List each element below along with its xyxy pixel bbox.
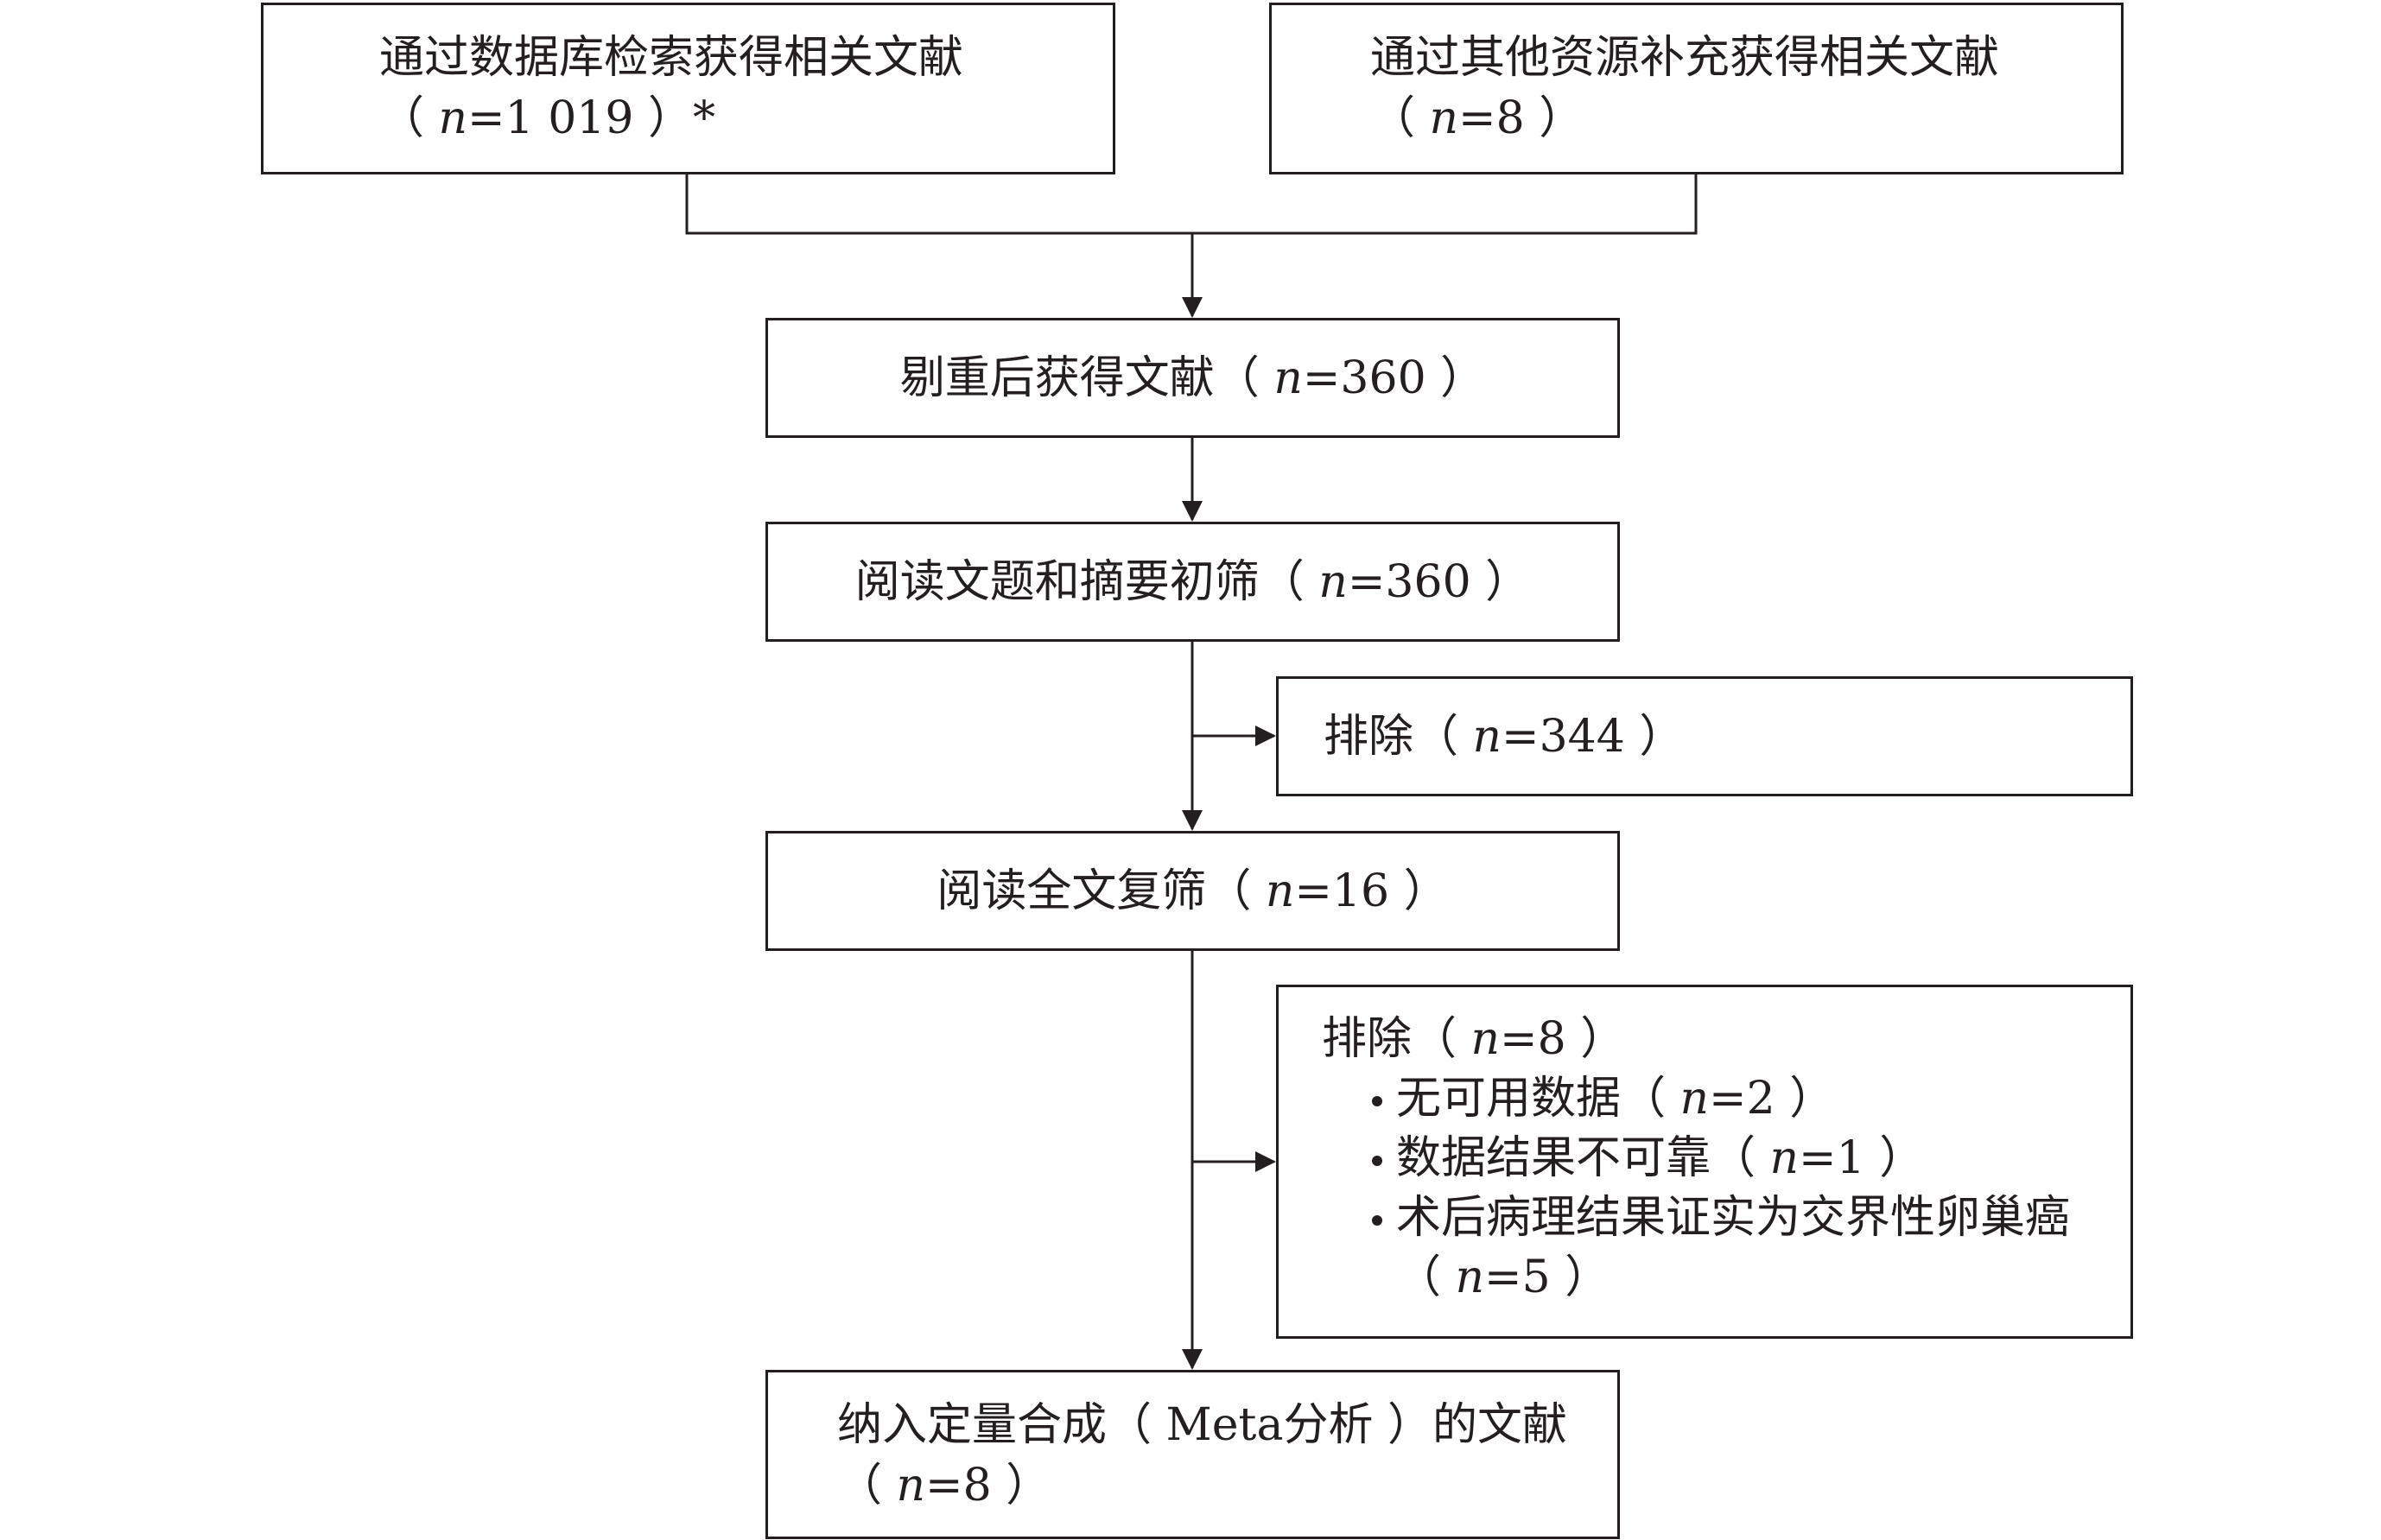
exclusion-box-2: 排除（ n=8 ） 无可用数据（ n=2 ） 数据结果不可靠（ n=1 ） 术后…	[1276, 985, 2133, 1339]
exclusion-1-label: 排除（ n=344 ）	[1324, 710, 1685, 763]
arrowhead-exclusion-1	[1255, 726, 1276, 746]
exclusion-reasons-list: 无可用数据（ n=2 ） 数据结果不可靠（ n=1 ） 术后病理结果证实为交界性…	[1322, 1069, 2130, 1308]
exclusion-reason-item: 术后病理结果证实为交界性卵巢癌（ n=5 ）	[1322, 1188, 2130, 1308]
included-studies-count: （ n=8 ）	[837, 1460, 1051, 1511]
deduplication-box: 剔重后获得文献（ n=360 ）	[765, 318, 1620, 438]
arrowhead-included	[1182, 1349, 1203, 1370]
exclusion-reason-item: 无可用数据（ n=2 ）	[1322, 1069, 2130, 1129]
title-abstract-screening-box: 阅读文题和摘要初筛（ n=360 ）	[765, 522, 1620, 642]
other-sources-count: （ n=8 ）	[1370, 92, 1584, 144]
full-text-screening-label: 阅读全文复筛（ n=16 ）	[937, 865, 1449, 917]
other-sources-box: 通过其他资源补充获得相关文献 （ n=8 ）	[1269, 3, 2124, 174]
exclusion-2-header: 排除（ n=8 ）	[1322, 1013, 1626, 1065]
exclusion-box-1: 排除（ n=344 ）	[1276, 676, 2133, 796]
arrowhead-title-screen	[1182, 501, 1203, 522]
included-studies-label: 纳入定量合成（ Meta分析 ）的文献	[837, 1399, 1567, 1451]
included-studies-box: 纳入定量合成（ Meta分析 ）的文献 （ n=8 ）	[765, 1370, 1620, 1539]
title-abstract-screening-label: 阅读文题和摘要初筛（ n=360 ）	[854, 555, 1531, 608]
database-search-box: 通过数据库检索获得相关文献 （ n=1 019 ）*	[261, 3, 1115, 174]
arrowhead-full-text	[1182, 810, 1203, 831]
exclusion-reason-count: （ n=5 ）	[1396, 1252, 1610, 1303]
deduplication-label: 剔重后获得文献（ n=360 ）	[899, 352, 1486, 404]
full-text-screening-box: 阅读全文复筛（ n=16 ）	[765, 831, 1620, 951]
exclusion-reason-item: 数据结果不可靠（ n=1 ）	[1322, 1129, 2130, 1188]
arrowhead-exclusion-2	[1255, 1151, 1276, 1172]
other-sources-label: 通过其他资源补充获得相关文献	[1370, 32, 2000, 84]
arrowhead-dedup	[1182, 297, 1203, 318]
database-search-label: 通过数据库检索获得相关文献	[379, 32, 964, 84]
database-search-count: （ n=1 019 ）*	[379, 92, 715, 144]
